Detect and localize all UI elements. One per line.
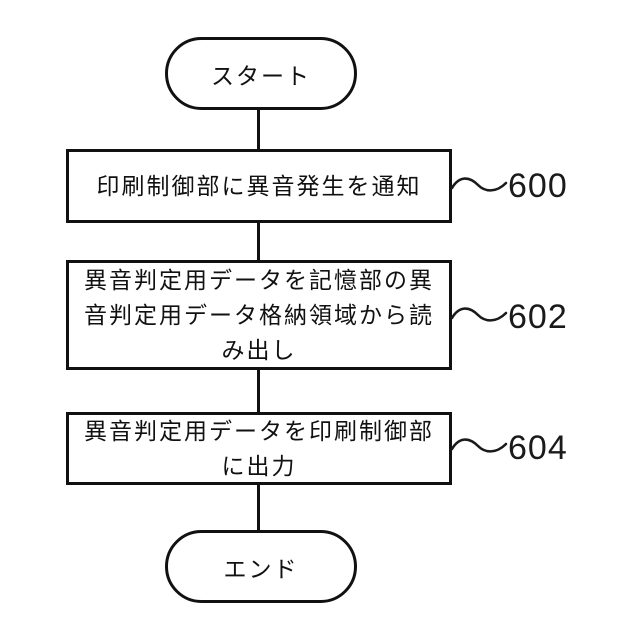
process-box-602-text-line1: 異音判定用データを記憶部の異 xyxy=(84,266,434,293)
connector-600-to-602 xyxy=(257,222,260,261)
process-box-602-text-line3: み出し xyxy=(221,336,297,363)
process-box-604-text-line1: 異音判定用データを印刷制御部 xyxy=(84,417,434,444)
connector-start-to-600 xyxy=(257,110,260,150)
reference-number-602: 602 xyxy=(508,298,568,336)
reference-number-600: 600 xyxy=(508,167,568,205)
start-terminal: スタート xyxy=(165,37,357,110)
process-box-600-text: 印刷制御部に異音発生を通知 xyxy=(96,172,422,199)
connector-604-to-end xyxy=(257,484,260,531)
end-terminal: エンド xyxy=(165,530,357,603)
connector-602-to-604 xyxy=(257,369,260,413)
process-box-602-text-line2: 音判定用データ格納領域から読 xyxy=(84,301,434,328)
process-box-604: 異音判定用データを印刷制御部 に出力 xyxy=(66,412,452,485)
process-box-600: 印刷制御部に異音発生を通知 xyxy=(66,149,452,223)
reference-squiggle-604 xyxy=(450,438,508,453)
process-box-604-text-line2: に出力 xyxy=(221,452,297,479)
process-box-602: 異音判定用データを記憶部の異 音判定用データ格納領域から読 み出し xyxy=(66,260,452,370)
reference-number-604: 604 xyxy=(508,429,568,467)
start-terminal-label: スタート xyxy=(211,62,311,89)
reference-squiggle-600 xyxy=(450,177,508,192)
end-terminal-label: エンド xyxy=(223,555,299,582)
reference-squiggle-602 xyxy=(450,307,508,322)
